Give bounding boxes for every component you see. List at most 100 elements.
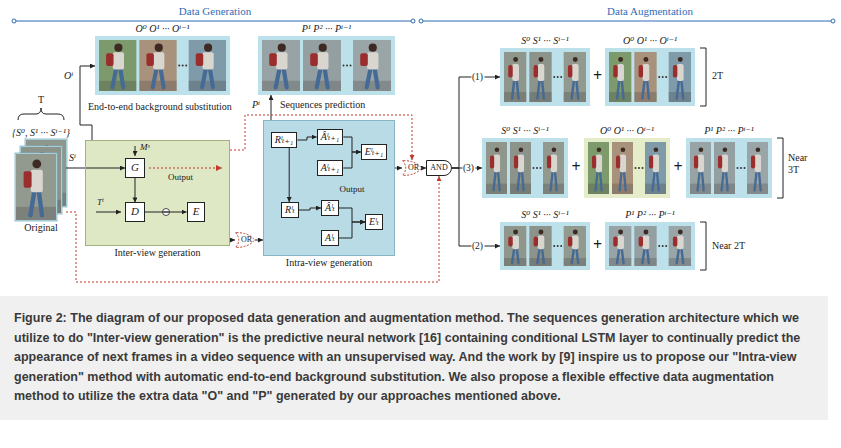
rule-end: [831, 19, 835, 23]
photo-ground: [504, 92, 526, 102]
photo-ground: [609, 92, 631, 102]
photo-sequence: [500, 48, 590, 106]
block-label: OR: [241, 236, 252, 244]
person-leg: [375, 69, 378, 88]
image-panel: S⁰ S¹ ··· Sⁱ⁻¹: [482, 138, 568, 198]
photo-ground: [564, 258, 586, 266]
person-leg: [681, 248, 683, 263]
person-torso: [551, 154, 557, 172]
panel-fill: [605, 222, 695, 270]
photo-background: [564, 226, 586, 266]
person-backpack: [24, 171, 32, 188]
person-backpack: [673, 65, 677, 78]
ellipsis-dot: [346, 65, 348, 67]
ellipsis-dot: [540, 167, 542, 169]
layer-block: Aˡₜ₊₁: [317, 160, 344, 176]
photo-background: [529, 226, 551, 266]
photo-ground: [16, 207, 56, 220]
block-label: E: [193, 205, 200, 218]
layer-block: Âˡₜ₊₁: [317, 129, 344, 145]
branch-number: (3): [462, 163, 475, 174]
branch-number: (1): [471, 72, 484, 83]
person-leg: [153, 69, 157, 88]
module-box: GDEInter-view generation: [85, 140, 230, 246]
person-backpack: [673, 236, 677, 246]
photo-ground: [504, 258, 526, 266]
connector: [343, 137, 360, 152]
panel-fill: [605, 48, 695, 106]
person-backpack: [639, 236, 643, 246]
person-leg: [112, 69, 116, 88]
person-head: [32, 160, 41, 169]
photo-background: [353, 40, 391, 91]
person-leg: [512, 248, 514, 263]
photo-background: [690, 142, 711, 194]
panel-fill: [482, 138, 568, 198]
layer-block: Âˡₜ: [321, 200, 339, 216]
ellipsis-dot: [740, 167, 742, 169]
photo-background: [543, 142, 564, 194]
ellipsis-dot: [350, 65, 352, 67]
person-head: [643, 230, 648, 235]
connector: [289, 148, 290, 202]
person-torso: [755, 154, 761, 172]
connector: [395, 168, 402, 169]
person-leg: [600, 171, 602, 190]
person-backpack: [547, 156, 551, 169]
person-backpack: [310, 53, 318, 66]
person-leg: [624, 171, 626, 190]
person-leg: [518, 171, 520, 190]
person-backpack: [196, 53, 203, 66]
photo-ground: [303, 81, 341, 91]
ellipsis-dot: [658, 245, 660, 247]
connector: [145, 212, 187, 213]
photo-ground: [486, 184, 507, 194]
person-head: [573, 57, 578, 62]
ellipsis-dot: [553, 245, 555, 247]
step-label: End-to-end background substitution: [88, 101, 232, 113]
network-block: E: [187, 202, 206, 221]
photo-ground: [690, 184, 711, 194]
person-leg: [325, 69, 328, 88]
person-leg: [572, 80, 574, 99]
panel-heading: O⁰ O¹ ··· Oⁱ⁻¹: [75, 23, 250, 35]
person-torso: [596, 154, 602, 172]
person-leg: [617, 80, 619, 99]
and-gate-shape: [427, 161, 452, 176]
ellipsis-dot: [182, 65, 184, 67]
person-leg: [517, 248, 519, 263]
person-leg: [512, 80, 514, 99]
person-torso: [367, 52, 378, 69]
connector: [230, 115, 412, 160]
person-leg: [498, 171, 500, 190]
photo-background: [303, 40, 341, 91]
person-head: [538, 57, 543, 62]
ellipsis-dot: [557, 76, 559, 78]
layer-block: Rˡₜ: [281, 202, 299, 218]
person-leg: [522, 171, 524, 190]
panel-heading: P¹ P² ··· Pⁱ⁻¹: [585, 209, 715, 221]
block-label: AND: [430, 164, 447, 172]
ellipsis-dot: [642, 167, 644, 169]
output-label: Output: [339, 184, 364, 195]
person-head: [643, 57, 648, 62]
person-leg: [576, 80, 578, 99]
signal-name: Sⁱ: [69, 152, 76, 164]
person-leg: [759, 171, 761, 190]
person-head: [597, 147, 602, 152]
photo-background: [99, 40, 136, 91]
person-leg: [120, 69, 123, 88]
person-backpack: [360, 53, 368, 66]
ellipsis-dot: [185, 65, 187, 67]
person-backpack: [649, 156, 653, 169]
person-leg: [542, 80, 544, 99]
photo-ground: [714, 184, 735, 194]
photo-background: [16, 154, 56, 220]
connector: [66, 168, 125, 169]
person-leg: [576, 248, 578, 263]
person-torso: [518, 154, 524, 172]
person-head: [699, 147, 704, 152]
person-leg: [677, 80, 679, 99]
person-head: [678, 57, 683, 62]
connector: [422, 168, 426, 169]
